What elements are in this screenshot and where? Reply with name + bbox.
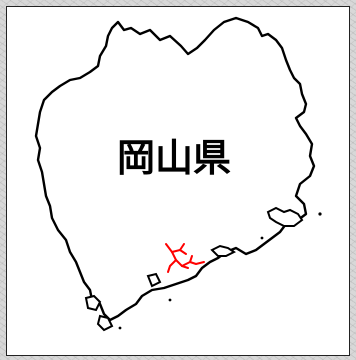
coastal-islet xyxy=(318,212,322,216)
coastal-islet xyxy=(260,236,264,240)
coastal-islet xyxy=(118,326,122,330)
coastal-island xyxy=(84,294,102,312)
coastal-island xyxy=(96,314,114,332)
prefecture-label: 岡山県 xyxy=(116,136,231,180)
prefecture-outline xyxy=(34,16,316,322)
coastal-islet xyxy=(168,298,172,302)
coastal-island xyxy=(210,244,236,257)
river-icon xyxy=(165,243,205,273)
coastal-island xyxy=(146,272,162,288)
coastal-island xyxy=(266,206,304,227)
